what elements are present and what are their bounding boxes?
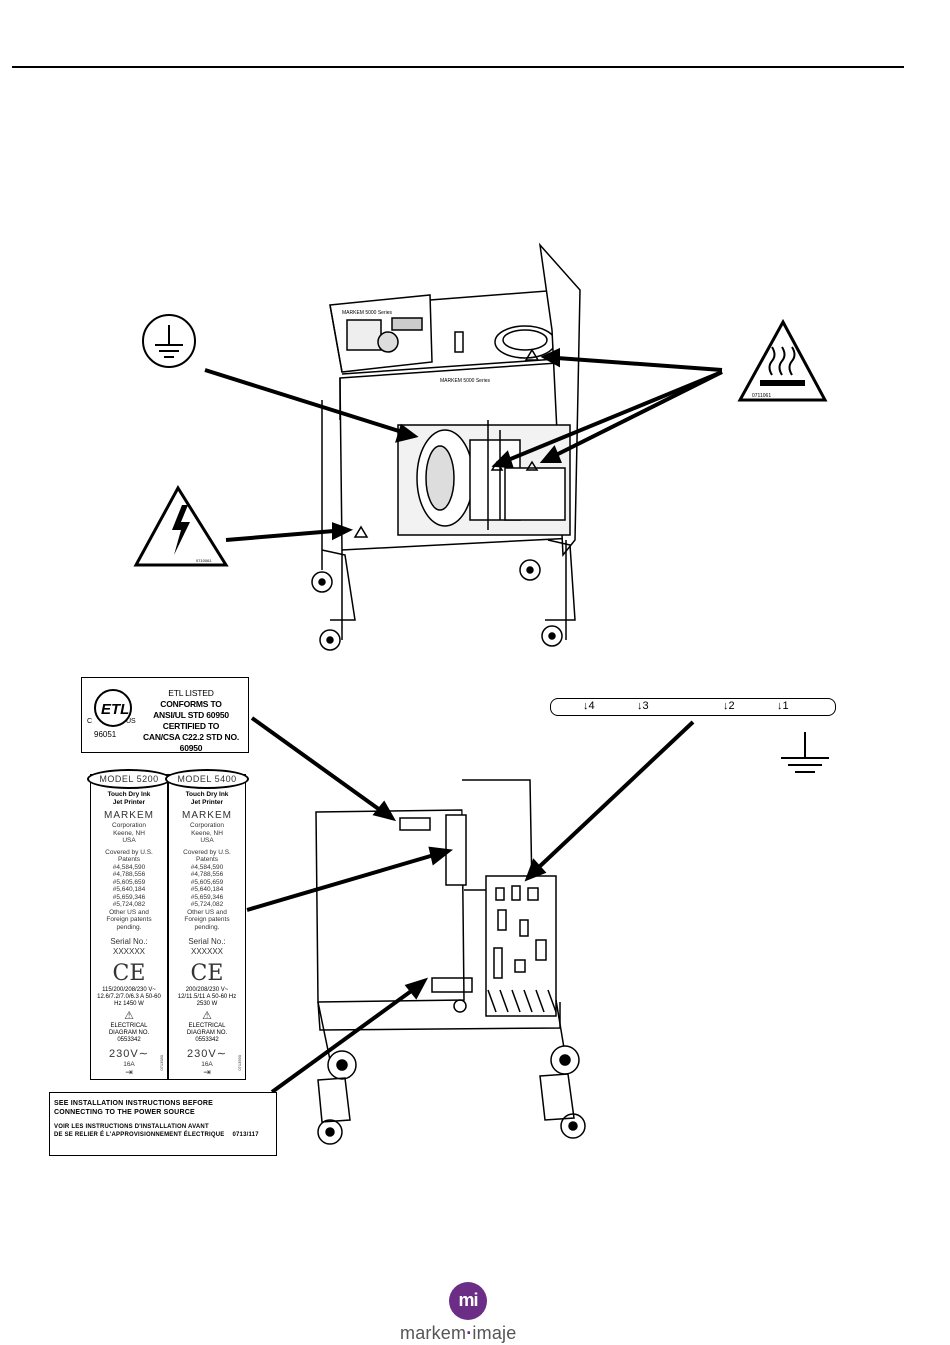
svg-text:ETL: ETL bbox=[101, 701, 129, 718]
plate-covered: Covered by U.S. Patents bbox=[183, 848, 231, 864]
plate-serial: XXXXXX bbox=[112, 947, 145, 956]
plate-city: Keene, NH bbox=[191, 829, 223, 837]
elec-label-code: 0710061 bbox=[196, 558, 212, 563]
install-line-4: DE SE RELIER É L'APPROVISIONNEMENT ÉLECT… bbox=[54, 1132, 225, 1138]
install-line-2: CONNECTING TO THE POWER SOURCE bbox=[54, 1109, 195, 1116]
plate-serial: XXXXXX bbox=[190, 947, 223, 956]
plate-brand: MARKEM bbox=[104, 810, 154, 821]
hot-label-code: 0711061 bbox=[752, 393, 771, 399]
plate-serial-label: Serial No.: bbox=[188, 937, 226, 946]
plate-country: USA bbox=[200, 837, 214, 844]
install-line-1: SEE INSTALLATION INSTRUCTIONS BEFORE bbox=[54, 1100, 213, 1107]
ground-bus-label-1: ↓1 bbox=[777, 700, 789, 712]
ce-mark-icon: CE bbox=[112, 961, 146, 986]
plate-serial-label: Serial No.: bbox=[110, 937, 148, 946]
plate-volt: 230V∼ bbox=[187, 1048, 227, 1060]
model-plate-5200: MODEL 5200 Touch Dry Ink Jet Printer MAR… bbox=[87, 769, 171, 1080]
etl-line-3: ANSI/UL STD 60950 bbox=[153, 710, 229, 720]
logo-sep: · bbox=[466, 1323, 473, 1343]
fuse-icon: ⇥ bbox=[203, 1066, 211, 1077]
plate-diagram: ELECTRICAL DIAGRAM NO. 0553342 bbox=[186, 1023, 228, 1043]
etl-line-2: CONFORMS TO bbox=[160, 699, 222, 709]
plate-patents: #4,584,590 #4,788,556 #5,605,659 #5,640,… bbox=[112, 863, 146, 909]
logo-wordmark: markem·imaje bbox=[400, 1323, 516, 1344]
plate-warning-icon: ⚠ bbox=[202, 1010, 212, 1022]
plate-fuse: 16A bbox=[123, 1061, 135, 1068]
callout-arrows-bottom bbox=[246, 716, 695, 1094]
plate-model: MODEL 5200 bbox=[87, 769, 171, 789]
plate-corp: Corporation bbox=[112, 822, 146, 829]
install-line-3: VOIR LES INSTRUCTIONS D'INSTALLATION AVA… bbox=[54, 1124, 209, 1130]
etl-mark-icon: ETL bbox=[94, 689, 132, 727]
plate-brand: MARKEM bbox=[182, 810, 232, 821]
plate-code: 0713590 bbox=[236, 1055, 242, 1071]
logo-text-right: imaje bbox=[472, 1323, 517, 1343]
ground-bus-label-3: ↓3 bbox=[637, 700, 649, 712]
plate-corp: Corporation bbox=[190, 822, 224, 829]
etl-number: 96051 bbox=[94, 730, 117, 739]
ce-mark-icon: CE bbox=[190, 961, 224, 986]
ground-bus-strip: ↓4 ↓3 ↓2 ↓1 bbox=[550, 698, 836, 716]
fuse-icon: ⇥ bbox=[125, 1066, 133, 1077]
plate-code: 0713580 bbox=[158, 1055, 164, 1071]
etl-line-4: CERTIFIED TO bbox=[162, 721, 220, 731]
printer-front-view: MARKEM 5000 Series MARKEM 5000 Series bbox=[311, 242, 581, 651]
plate-warning-icon: ⚠ bbox=[124, 1010, 134, 1022]
controller-brand: MARKEM 5000 Series bbox=[342, 310, 393, 316]
etl-listed-label: ETL C US 96051 ETL LISTED CONFORMS TO AN… bbox=[81, 677, 249, 753]
protective-earth-icon bbox=[142, 314, 196, 368]
etl-line-1: ETL LISTED bbox=[168, 688, 214, 698]
printer-rear-view bbox=[315, 779, 586, 1145]
plate-other: Other US and Foreign patents pending. bbox=[106, 908, 152, 931]
etl-us: US bbox=[126, 718, 136, 725]
plate-diagram: ELECTRICAL DIAGRAM NO. 0553342 bbox=[108, 1023, 150, 1043]
electrical-hazard-icon bbox=[133, 485, 229, 567]
header-rule bbox=[12, 66, 904, 68]
hot-surface-icon bbox=[737, 318, 828, 402]
ground-bus-label-4: ↓4 bbox=[583, 700, 595, 712]
plate-other: Other US and Foreign patents pending. bbox=[184, 908, 230, 931]
install-code: 0713/117 bbox=[232, 1132, 259, 1138]
plate-sub: Touch Dry Ink Jet Printer bbox=[107, 791, 151, 806]
plate-country: USA bbox=[122, 837, 136, 844]
model-plate-5400: MODEL 5400 Touch Dry Ink Jet Printer MAR… bbox=[165, 769, 249, 1080]
ground-icon bbox=[781, 732, 829, 773]
etl-c: C bbox=[87, 718, 93, 725]
plate-volt: 230V∼ bbox=[109, 1048, 149, 1060]
plate-model: MODEL 5400 bbox=[165, 769, 249, 789]
markem-imaje-logo-icon: mi bbox=[449, 1282, 487, 1320]
plate-covered: Covered by U.S. Patents bbox=[105, 848, 153, 864]
ground-bus-label-2: ↓2 bbox=[723, 700, 735, 712]
plate-rating: 200/208/230 V~ 12/11.5/11 A 50-60 Hz 253… bbox=[177, 987, 237, 1007]
cabinet-brand: MARKEM 5000 Series bbox=[440, 378, 491, 384]
callout-arrows-top bbox=[204, 347, 723, 542]
plate-patents: #4,584,590 #4,788,556 #5,605,659 #5,640,… bbox=[190, 863, 224, 909]
plate-city: Keene, NH bbox=[113, 829, 145, 837]
plate-rating: 115/200/208/230 V~ 12.6/7.2/7.0/6.3 A 50… bbox=[97, 987, 161, 1007]
logo-text-left: markem bbox=[400, 1323, 467, 1343]
installation-warning-label: SEE INSTALLATION INSTRUCTIONS BEFORE CON… bbox=[49, 1092, 277, 1156]
etl-line-5: CAN/CSA C22.2 STD NO. 60950 bbox=[142, 732, 240, 753]
plate-sub: Touch Dry Ink Jet Printer bbox=[185, 791, 229, 806]
plate-fuse: 16A bbox=[201, 1061, 213, 1068]
